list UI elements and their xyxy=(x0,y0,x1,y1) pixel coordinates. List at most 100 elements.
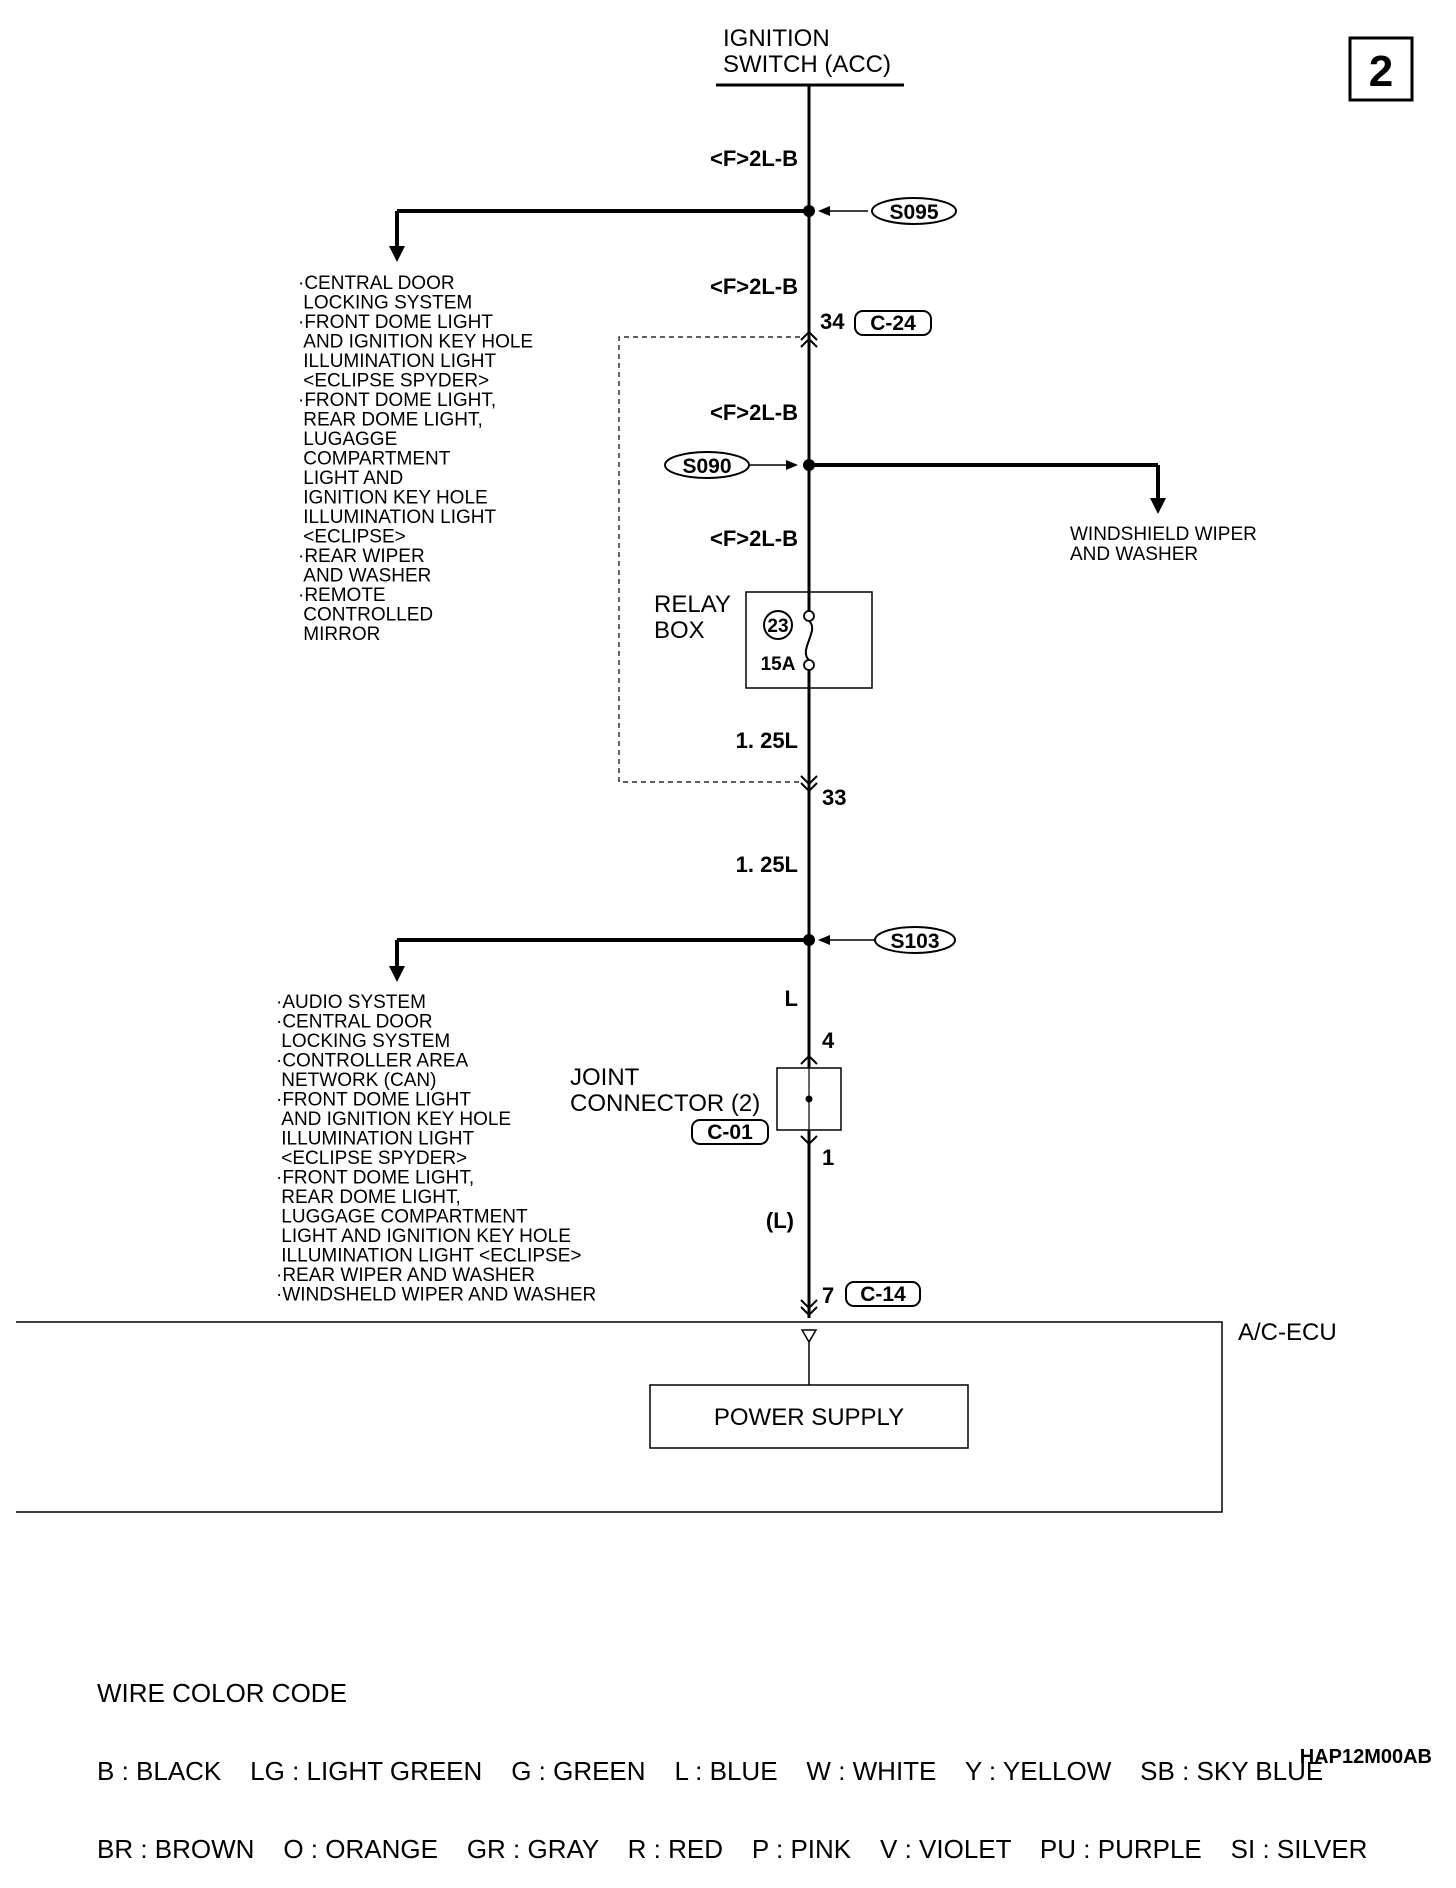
branch-list-item: <ECLIPSE SPYDER> xyxy=(298,371,489,392)
legend-row-1: B : BLACK LG : LIGHT GREEN G : GREEN L :… xyxy=(97,1756,1324,1786)
fuse-terminal-top xyxy=(803,610,815,622)
c01-tag-box xyxy=(691,1119,769,1145)
ecu-outline xyxy=(16,1321,1223,1513)
branch-list-item: ILLUMINATION LIGHT <ECLIPSE> xyxy=(276,1246,582,1267)
windshield-label-2: AND WASHER xyxy=(1070,544,1198,565)
branch-list-item: ·REMOTE xyxy=(298,585,386,606)
wire-label-7: L xyxy=(785,986,798,1011)
branch-list-item: MIRROR xyxy=(298,624,380,645)
wire-color-legend: WIRE COLOR CODE B : BLACK LG : LIGHT GRE… xyxy=(97,1628,1367,1888)
wire-label-8: (L) xyxy=(766,1208,794,1233)
fuse-amperage: 15A xyxy=(761,654,796,675)
c14-connector-mark-2 xyxy=(800,1306,818,1317)
relay-box-dashed-outline xyxy=(618,336,800,783)
wire-label-5: 1. 25L xyxy=(736,728,798,753)
branch-list-item: <ECLIPSE> xyxy=(298,527,406,548)
power-supply-block xyxy=(649,1384,969,1449)
fuse-number-circle xyxy=(763,610,793,640)
branch-list-item: AND IGNITION KEY HOLE xyxy=(298,332,533,353)
branch-arrow-2 xyxy=(1150,498,1166,514)
splice-s090-label: S090 xyxy=(682,455,731,478)
s090-pointer-head xyxy=(786,460,798,470)
windshield-label-1: WINDSHIELD WIPER xyxy=(1070,524,1257,545)
branch-list-item: ·FRONT DOME LIGHT, xyxy=(276,1168,474,1189)
branch-list-item: ·CENTRAL DOOR xyxy=(298,273,455,294)
s095-pointer-head xyxy=(818,206,830,216)
wire-label-2: <F>2L-B xyxy=(710,274,798,299)
branch-list-item: ·FRONT DOME LIGHT, xyxy=(298,390,496,411)
branch-list-item: ·CENTRAL DOOR xyxy=(276,1012,433,1033)
wire-label-4: <F>2L-B xyxy=(710,526,798,551)
c14-tag: C-14 xyxy=(860,1283,906,1306)
legend-title: WIRE COLOR CODE xyxy=(97,1678,347,1708)
branch-list-item: COMPARTMENT xyxy=(298,449,451,470)
power-supply-label: POWER SUPPLY xyxy=(714,1404,904,1431)
c24-pin: 34 xyxy=(820,309,845,334)
c24-connector-mark-2 xyxy=(800,337,818,348)
branch-list-item: LIGHT AND IGNITION KEY HOLE xyxy=(276,1226,571,1247)
pin1-connector-mark xyxy=(800,1135,818,1146)
branch-list-item: LIGHT AND xyxy=(298,468,403,489)
wire-label-6: 1. 25L xyxy=(736,852,798,877)
pin4-label: 4 xyxy=(822,1028,835,1053)
c24-connector-mark-1 xyxy=(800,330,818,341)
ecu-label: A/C-ECU xyxy=(1238,1319,1337,1346)
branch-list-item: ·CONTROLLER AREA xyxy=(276,1051,468,1072)
page-number-box xyxy=(1348,36,1414,102)
wire-label-3: <F>2L-B xyxy=(710,400,798,425)
c24-tag-box xyxy=(854,310,932,336)
c14-pin: 7 xyxy=(822,1283,834,1308)
branch-list-item: IGNITION KEY HOLE xyxy=(298,488,488,509)
c24-tag: C-24 xyxy=(870,312,916,335)
pin4-connector-mark xyxy=(800,1054,818,1065)
branch-list-item: ·REAR WIPER xyxy=(298,546,425,567)
branch-list-item: REAR DOME LIGHT, xyxy=(298,410,483,431)
pin33-connector-mark-1 xyxy=(800,775,818,786)
fuse-symbol xyxy=(804,620,814,661)
relay-label-1: RELAY xyxy=(654,591,731,618)
branch-list-item: <ECLIPSE SPYDER> xyxy=(276,1148,467,1169)
relay-label-2: BOX xyxy=(654,617,705,644)
branch-list-item: REAR DOME LIGHT, xyxy=(276,1187,461,1208)
branch-list-2: ·AUDIO SYSTEM·CENTRAL DOOR LOCKING SYSTE… xyxy=(276,992,596,1306)
pin1-label: 1 xyxy=(822,1145,834,1170)
joint-label-1: JOINT xyxy=(570,1064,640,1091)
branch-arrow-1 xyxy=(389,246,405,262)
branch-list-item: ·FRONT DOME LIGHT xyxy=(298,312,493,333)
figure-code: HAP12M00AB xyxy=(1299,1746,1432,1768)
branch-list-item: ·AUDIO SYSTEM xyxy=(276,992,426,1013)
splice-s103-label: S103 xyxy=(890,930,939,953)
branch-list-item: CONTROLLED xyxy=(298,605,433,626)
branch-arrow-3 xyxy=(389,966,405,982)
branch-list-item: ·WINDSHELD WIPER AND WASHER xyxy=(276,1285,596,1306)
branch-list-item: ILLUMINATION LIGHT xyxy=(276,1129,475,1150)
branch-list-item: ILLUMINATION LIGHT xyxy=(298,351,497,372)
branch-list-item: ·REAR WIPER AND WASHER xyxy=(276,1265,535,1286)
s103-pointer-head xyxy=(818,935,830,945)
pin33-label: 33 xyxy=(822,785,846,810)
page-number: 2 xyxy=(1369,47,1393,96)
splice-s103-tag xyxy=(874,926,956,954)
joint-label-2: CONNECTOR (2) xyxy=(570,1090,760,1117)
c01-tag: C-01 xyxy=(707,1121,753,1144)
branch-list-item: ·FRONT DOME LIGHT xyxy=(276,1090,471,1111)
ignition-label-1: IGNITION xyxy=(723,25,830,52)
ecu-input-terminal xyxy=(800,1329,818,1344)
wiring-diagram: 2 IGNITION SWITCH (ACC) <F>2L-B <F>2L-B … xyxy=(16,25,1414,1513)
wire-label-1: <F>2L-B xyxy=(710,146,798,171)
branch-list-item: LOCKING SYSTEM xyxy=(276,1031,450,1052)
branch-list-item: LUGAGGE xyxy=(298,429,397,450)
fuse-number: 23 xyxy=(767,616,788,637)
c14-tag-box xyxy=(845,1281,921,1307)
fuse-terminal-bottom xyxy=(803,659,815,671)
pin33-connector-mark-2 xyxy=(800,782,818,793)
branch-list-item: AND IGNITION KEY HOLE xyxy=(276,1109,511,1130)
branch-list-item: ILLUMINATION LIGHT xyxy=(298,507,497,528)
branch-list-item: NETWORK (CAN) xyxy=(276,1070,436,1091)
legend-row-2: BR : BROWN O : ORANGE GR : GRAY R : RED … xyxy=(97,1834,1368,1864)
splice-s095-label: S095 xyxy=(889,201,938,224)
splice-s090-tag xyxy=(664,451,750,479)
c14-connector-mark-1 xyxy=(800,1299,818,1310)
branch-list-1: ·CENTRAL DOOR LOCKING SYSTEM·FRONT DOME … xyxy=(298,273,533,645)
ignition-label-2: SWITCH (ACC) xyxy=(723,51,891,78)
